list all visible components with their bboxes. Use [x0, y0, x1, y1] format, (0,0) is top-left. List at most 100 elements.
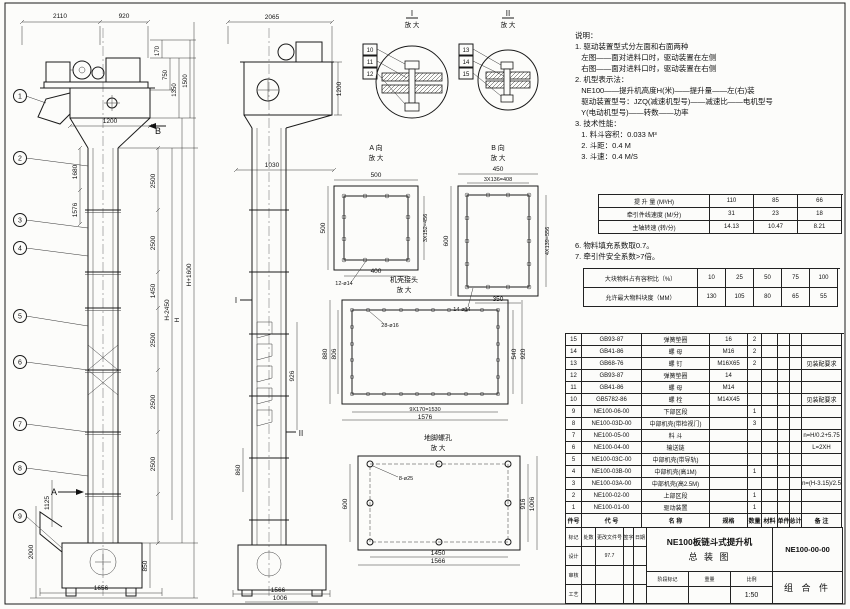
- table-cell: [778, 334, 790, 346]
- table-cell: [790, 406, 802, 418]
- dim-4x139: 4X139=556: [545, 227, 551, 255]
- table-cell: 料 斗: [642, 430, 710, 442]
- product-name: NE100板链斗式提升机: [666, 537, 753, 547]
- dim-860: 860: [235, 464, 242, 475]
- table-cell: NE100-03D-00: [582, 418, 642, 430]
- bom-header-row: 件号 代 号 名 称 规格 数量 材料 单件 总计 备 注: [566, 514, 844, 528]
- table-cell: 5: [566, 454, 582, 466]
- balloon-leader: [25, 361, 89, 371]
- table-cell: 14: [566, 346, 582, 358]
- balloon-leader: [25, 423, 89, 433]
- note-line: 2. 机型表示法：: [575, 75, 629, 84]
- table-cell: NE100-03B-00: [582, 466, 642, 478]
- table-cell: [802, 382, 842, 394]
- balloon-number: 4: [18, 246, 22, 253]
- note-line: 3. 技术性能：: [575, 119, 621, 128]
- table-cell: [790, 418, 802, 430]
- note-line: 1. 驱动装置型式分左面和右面两种: [575, 42, 689, 51]
- balloon-6: [13, 355, 27, 369]
- detail-b-title: B 向: [491, 143, 505, 152]
- dim-1656: 1656: [94, 585, 109, 592]
- table-cell: NE100-01-00: [582, 502, 642, 514]
- table-cell: [778, 358, 790, 370]
- table-cell: [778, 466, 790, 478]
- notes-block-2: 6. 物料填充系数取0.7。7. 牵引件安全系数>7倍。: [575, 240, 837, 262]
- dim-1030: 1030: [265, 162, 280, 169]
- table-cell: 驱动装置: [642, 502, 710, 514]
- balloon-leader: [25, 247, 89, 257]
- balloon-number: 6: [18, 360, 22, 367]
- view-letter-a: A: [51, 487, 57, 497]
- process-blank4: [634, 585, 646, 603]
- table-cell: 16: [710, 334, 748, 346]
- table-cell: 66: [798, 195, 842, 208]
- table-cell: [802, 406, 842, 418]
- design-date: 97.7: [596, 547, 624, 565]
- table-cell: 4: [566, 466, 582, 478]
- balloon-number: 5: [18, 314, 22, 321]
- table-cell: [790, 394, 802, 406]
- col-doc-label: 更改文件号: [596, 528, 624, 546]
- casing-joint-subtitle: 放 大: [397, 285, 412, 294]
- table-cell: 见装配要求: [802, 358, 842, 370]
- table-cell: 中部机壳(带导轨): [642, 454, 710, 466]
- callout-15: 15: [463, 72, 470, 78]
- table-cell: 130: [698, 288, 726, 307]
- balloon-9: [13, 509, 27, 523]
- design-sign: [582, 547, 596, 565]
- balloon-number: 3: [18, 218, 22, 225]
- drawing-title: 总 装 图: [688, 552, 731, 562]
- table-cell: [762, 406, 778, 418]
- table-cell: 2: [748, 358, 762, 370]
- table-cell: [790, 454, 802, 466]
- detail-view-b: [450, 173, 547, 308]
- balloon-7: [13, 417, 27, 431]
- dim-2500: 2500: [150, 456, 157, 471]
- dim-920: 920: [119, 13, 130, 20]
- table-cell: 12: [566, 370, 582, 382]
- bom-header-material: 材料: [762, 514, 778, 528]
- table-cell: 23: [754, 208, 798, 221]
- note-line: Y(电动机型号)——转数——功率: [575, 108, 689, 117]
- table-cell: 1: [748, 466, 762, 478]
- detail-a-subtitle: 放 大: [369, 153, 384, 162]
- table-cell: [762, 490, 778, 502]
- detail-ii-title: II: [506, 9, 510, 18]
- table-cell: 螺 母: [642, 346, 710, 358]
- balloon-leader: [25, 157, 89, 167]
- table-cell: 15: [566, 334, 582, 346]
- dim-1200-side: 1200: [336, 81, 343, 96]
- table-cell: 中部机壳(高2.5M): [642, 478, 710, 490]
- table-cell: [748, 442, 762, 454]
- table-cell: 中部机壳(高1M): [642, 466, 710, 478]
- table-cell: [762, 334, 778, 346]
- table-cell: 14.13: [710, 221, 754, 234]
- table-cell: M16X65: [710, 358, 748, 370]
- notes-block: 说明：1. 驱动装置型式分左面和右面两种 左图——面对进料口时，驱动装置在左侧 …: [575, 30, 837, 162]
- dim-1350: 1350: [172, 83, 178, 97]
- balloon-leader: [25, 467, 89, 477]
- table-cell: 弹簧垫圈: [642, 334, 710, 346]
- title-block: 标记 处数 更改文件号 签字 日期 设计 97.7 审核 工艺: [565, 527, 843, 604]
- weight-label: 重量: [689, 572, 730, 587]
- dim-850: 850: [142, 560, 149, 571]
- table-cell: [790, 466, 802, 478]
- revision-header-row: 标记 处数 更改文件号 签字 日期: [566, 528, 646, 547]
- assembly-type: 组 合 件: [783, 583, 831, 593]
- dim-1450-anchor: 1450: [431, 550, 446, 557]
- table-cell: [748, 370, 762, 382]
- stage-label: 阶段标记: [647, 572, 688, 587]
- process-label: 工艺: [566, 585, 582, 603]
- casing-joint-detail: [329, 299, 523, 421]
- table-cell: [762, 382, 778, 394]
- balloon-3: [13, 213, 27, 227]
- table-cell: 10.47: [754, 221, 798, 234]
- table-cell: 见装配要求: [802, 394, 842, 406]
- table-cell: 13: [566, 358, 582, 370]
